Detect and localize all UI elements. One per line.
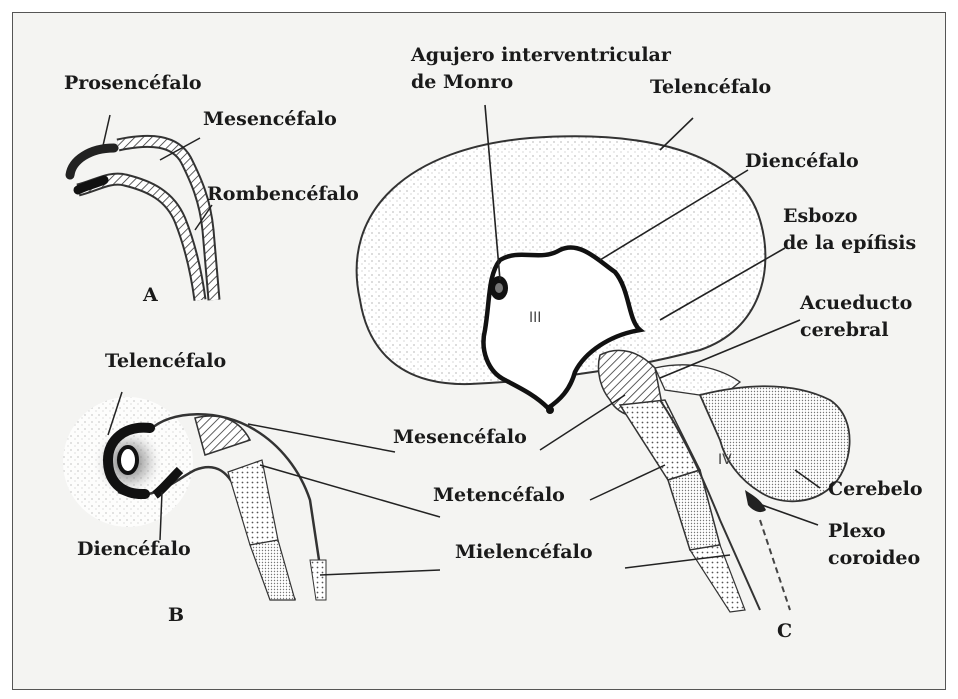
label-prosencefalo: Prosencéfalo bbox=[64, 72, 202, 95]
myelencephalon-b bbox=[250, 540, 295, 600]
label-mielencefalo: Mielencéfalo bbox=[455, 541, 593, 564]
label-plexo-line2: coroideo bbox=[828, 547, 920, 570]
label-acueducto-line2: cerebral bbox=[800, 319, 889, 342]
panel-b-drawing bbox=[63, 392, 326, 600]
label-metencefalo: Metencéfalo bbox=[433, 484, 565, 507]
prosencephalon-shape bbox=[70, 148, 114, 175]
label-mesencefalo-a: Mesencéfalo bbox=[203, 108, 337, 131]
label-plexo-line1: Plexo bbox=[828, 520, 886, 543]
fourth-ventricle-label: IV bbox=[718, 452, 732, 468]
leader-telencefalo-c bbox=[660, 118, 693, 150]
label-mesencefalo-shared: Mesencéfalo bbox=[393, 426, 527, 449]
panel-c-drawing bbox=[357, 105, 850, 612]
label-telencefalo-b: Telencéfalo bbox=[105, 350, 226, 373]
third-ventricle-label: III bbox=[529, 310, 541, 326]
label-diencefalo-c: Diencéfalo bbox=[745, 150, 859, 173]
panel-a-drawing bbox=[70, 115, 214, 300]
myelencephalon-b-strip bbox=[310, 560, 326, 600]
label-diencefalo-b: Diencéfalo bbox=[77, 538, 191, 561]
label-rombencefalo: Rombencéfalo bbox=[207, 183, 359, 206]
panel-letter-b: B bbox=[168, 604, 184, 627]
label-epifisis-line1: Esbozo bbox=[783, 205, 858, 228]
label-acueducto-line1: Acueducto bbox=[800, 292, 912, 315]
myelencephalon-c bbox=[690, 545, 745, 612]
label-monro-line1: Agujero interventricular bbox=[411, 44, 671, 67]
label-telencefalo-c: Telencéfalo bbox=[650, 76, 771, 99]
panel-letter-c: C bbox=[777, 620, 792, 643]
metencephalon-b bbox=[228, 460, 278, 545]
label-epifisis-line2: de la epífisis bbox=[783, 232, 916, 255]
rhombencephalon-tube-outer bbox=[78, 179, 200, 300]
metencephalon-c-lower bbox=[668, 470, 720, 550]
label-monro-line2: de Monro bbox=[411, 71, 513, 94]
label-cerebelo: Cerebelo bbox=[828, 478, 923, 501]
leader-plexo bbox=[762, 505, 818, 525]
panel-letter-a: A bbox=[143, 284, 158, 307]
optic-vesicle-b bbox=[119, 447, 137, 473]
